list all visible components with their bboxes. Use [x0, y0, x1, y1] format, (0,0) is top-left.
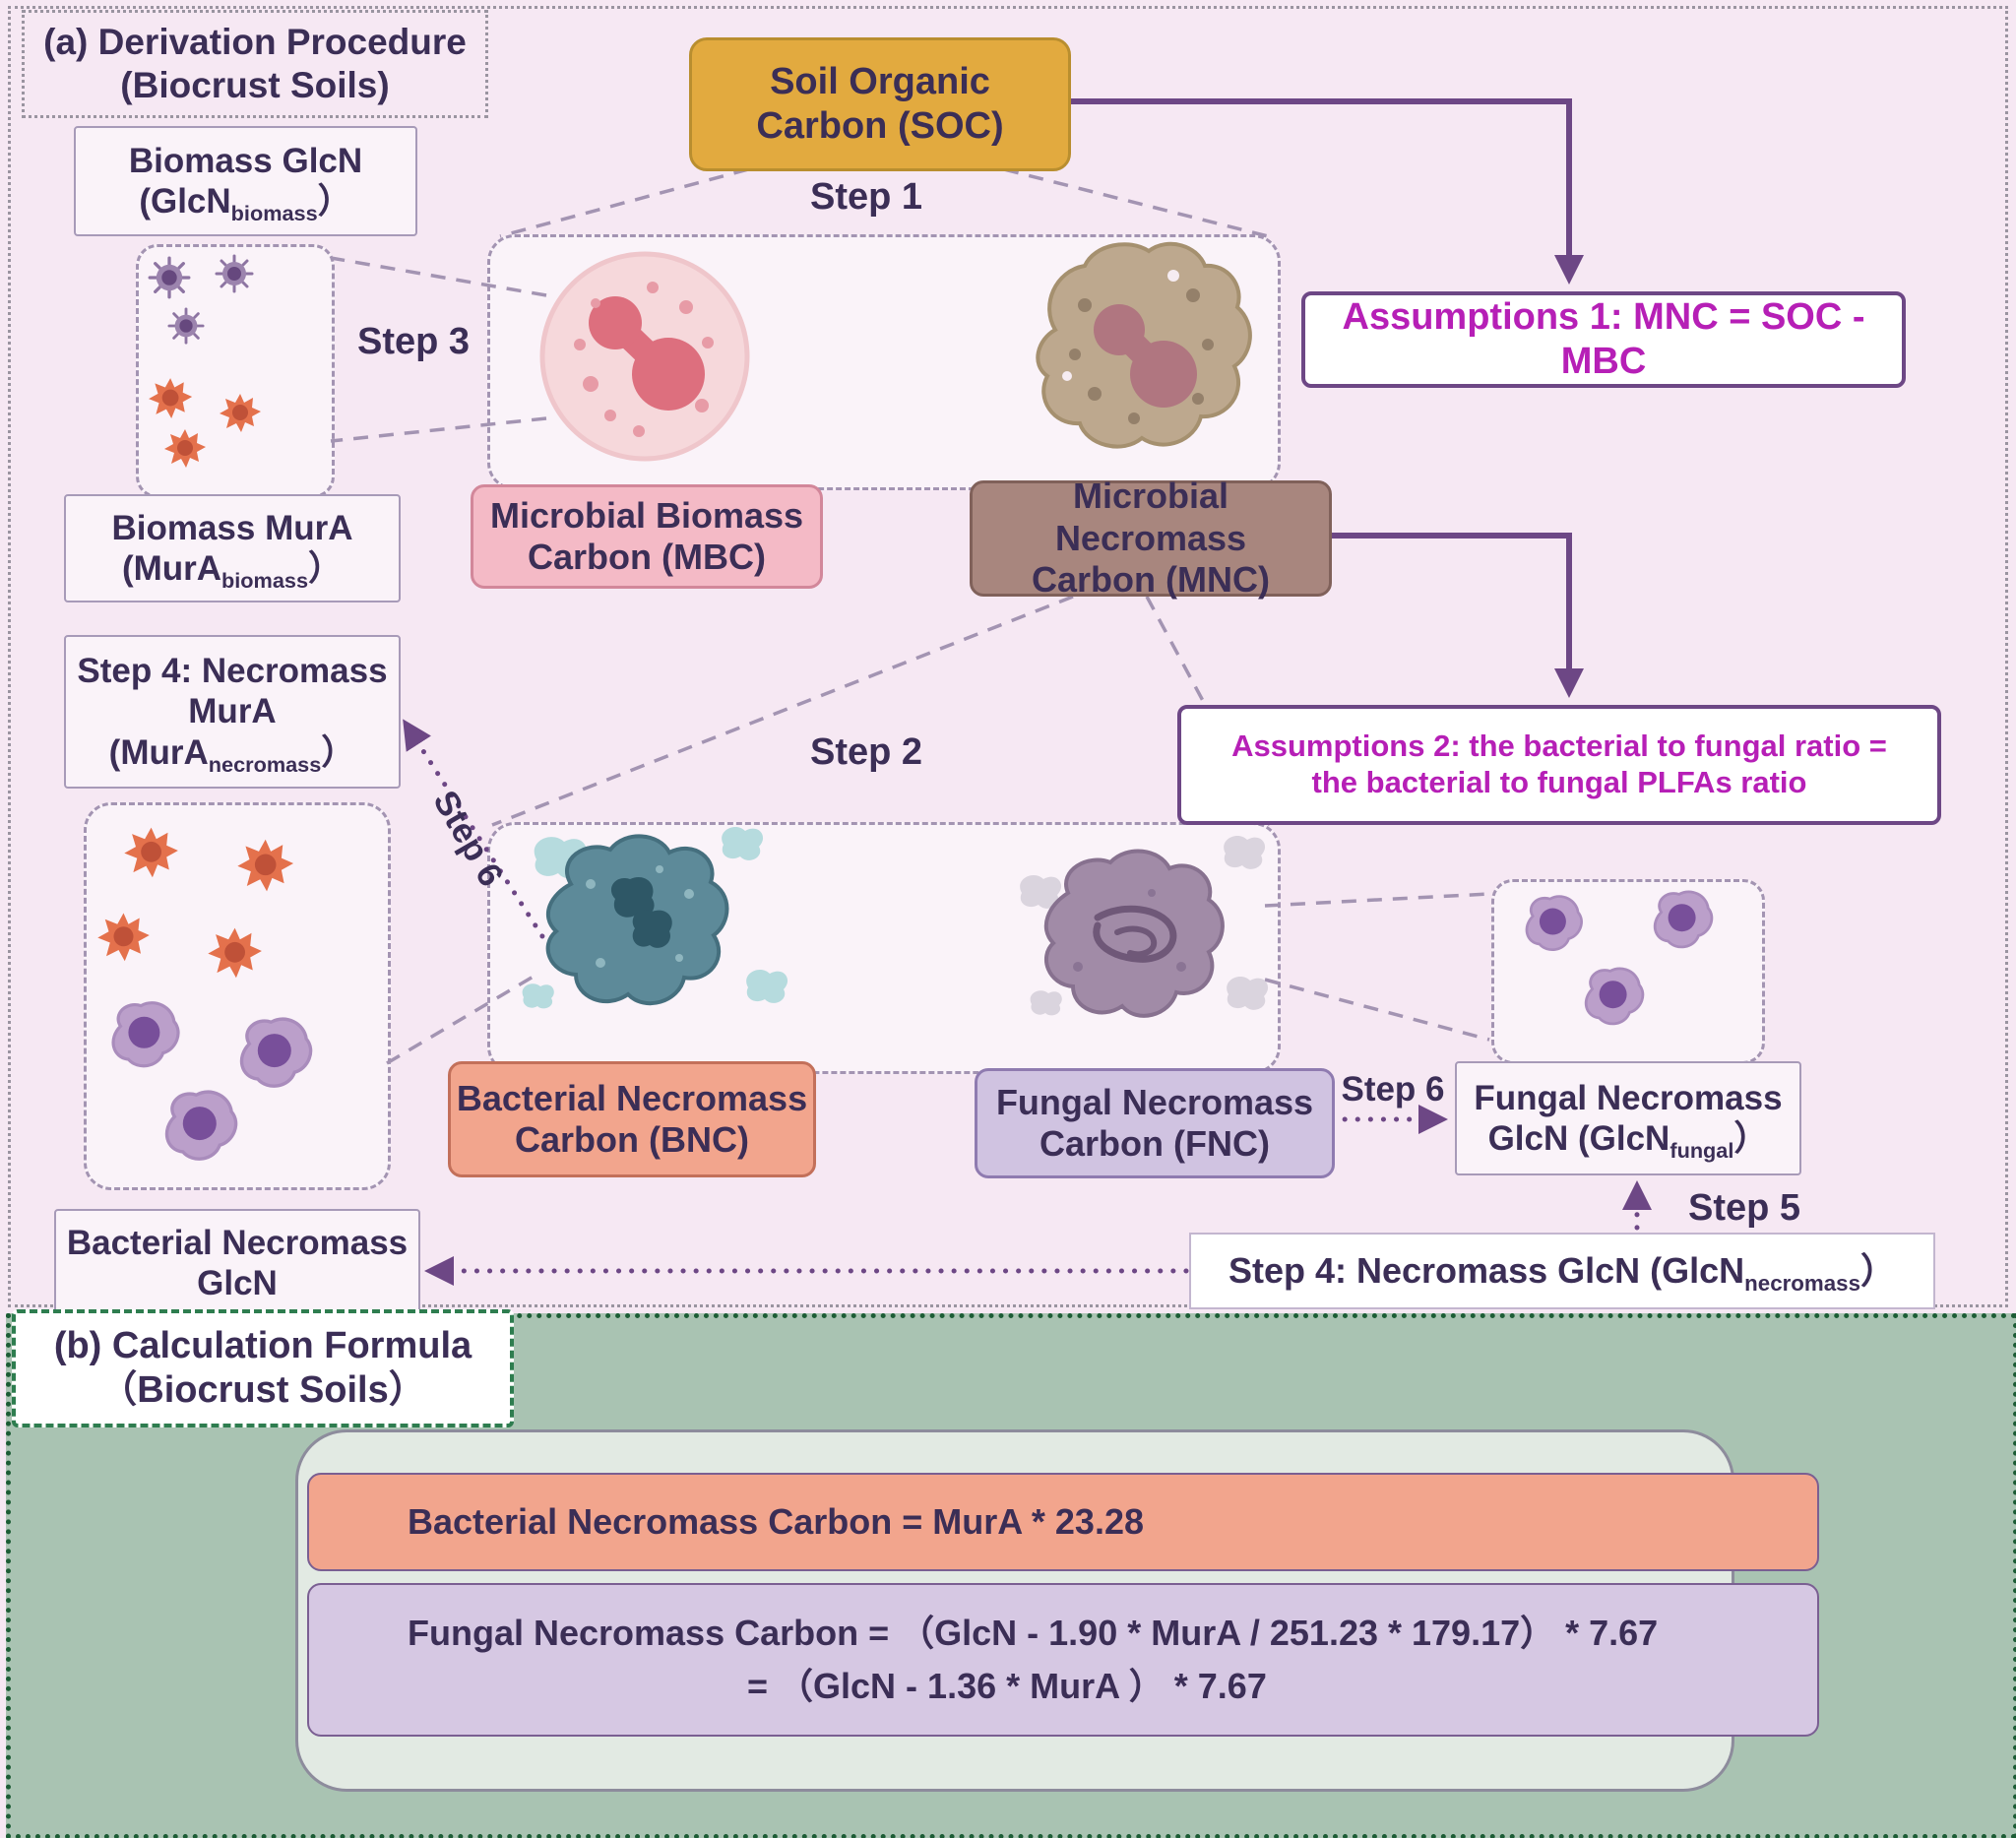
necromass-mura-line1: Step 4: Necromass — [77, 652, 388, 691]
mbc-label-line2: Carbon (MBC) — [528, 537, 766, 577]
necromass-glcn-post: ） — [1860, 1249, 1897, 1291]
step3-label: Step 3 — [356, 320, 471, 362]
biomass-mura-subscript: biomass — [221, 568, 309, 593]
assumption2-box: Assumptions 2: the bacterial to fungal r… — [1177, 705, 1941, 825]
biomass-glcn-pre: (GlcN — [139, 182, 231, 221]
fungal-glcn-line2: GlcN (GlcNfungal） — [1487, 1118, 1769, 1161]
necromass-mura-post: ） — [321, 732, 356, 772]
biomass-mura-pre: (MurA — [121, 549, 222, 588]
biomass-mura-line1: Biomass MurA — [111, 508, 353, 547]
biomass-glcn-post: ） — [317, 182, 352, 221]
fungal-glcn-line1: Fungal Necromass — [1474, 1078, 1783, 1117]
biomass-mura-post: ） — [308, 549, 344, 588]
mbc-box: Microbial Biomass Carbon (MBC) — [471, 484, 823, 589]
bacterial-glcn-line2: GlcN — [197, 1264, 278, 1302]
necromass-microbes-dashed-box — [84, 802, 391, 1190]
soc-label-line2: Carbon (SOC) — [756, 105, 1004, 147]
panel-b-title: (b) Calculation Formula （Biocrust Soils） — [12, 1309, 514, 1427]
panel-a-outline — [8, 6, 2008, 1307]
necromass-mura-subscript: necromass — [208, 751, 322, 777]
assumption2-line2: the bacterial to fungal PLFAs ratio — [1311, 765, 1807, 799]
mbc-mnc-dashed-box — [487, 234, 1281, 490]
fungal-glcn-microbes-dashed-box — [1491, 879, 1765, 1064]
mnc-box: Microbial Necromass Carbon (MNC) — [970, 475, 1332, 600]
fungal-glcn-box: Fungal Necromass GlcN (GlcNfungal） — [1455, 1061, 1801, 1175]
biomass-glcn-line1: Biomass GlcN — [128, 141, 363, 180]
bnc-box: Bacterial Necromass Carbon (BNC) — [448, 1061, 816, 1177]
panel-b-title-line2: （Biocrust Soils） — [99, 1369, 426, 1411]
biomass-mura-line2: (MurAbiomass） — [121, 548, 344, 591]
fungal-glcn-post: ） — [1733, 1119, 1769, 1158]
fnc-label-line2: Carbon (FNC) — [1040, 1123, 1270, 1164]
bacterial-formula-text: Bacterial Necromass Carbon = MurA * 23.2… — [408, 1500, 1144, 1542]
necromass-mura-line3: (MurAnecromass） — [108, 732, 356, 775]
bnc-fnc-dashed-box — [487, 822, 1281, 1074]
step1-label: Step 1 — [809, 175, 923, 218]
necromass-glcn-box: Step 4: Necromass GlcN (GlcNnecromass） — [1189, 1233, 1935, 1309]
panel-a-title-line1: (a) Derivation Procedure — [43, 22, 467, 63]
biomass-glcn-line2: (GlcNbiomass） — [139, 181, 352, 225]
mnc-label-line2: Carbon (MNC) — [1032, 559, 1270, 601]
fungal-formula-box: Fungal Necromass Carbon = （GlcN - 1.90 *… — [307, 1583, 1819, 1737]
necromass-mura-pre: (MurA — [108, 732, 209, 772]
fnc-label-line1: Fungal Necromass — [995, 1081, 1314, 1122]
fungal-glcn-pre: GlcN (GlcN — [1487, 1119, 1670, 1158]
necromass-glcn-pre: Step 4: Necromass GlcN (GlcN — [1228, 1249, 1745, 1291]
biomass-microbes-dashed-box — [136, 244, 335, 498]
mbc-label-line1: Microbial Biomass — [489, 494, 804, 536]
panel-b-title-line1: (b) Calculation Formula — [53, 1325, 472, 1367]
bacterial-glcn-line1: Bacterial Necromass — [66, 1223, 409, 1262]
assumption1-box: Assumptions 1: MNC = SOC - MBC — [1301, 291, 1906, 388]
bnc-label-line1: Bacterial Necromass — [456, 1077, 808, 1118]
mnc-label-line1: Microbial Necromass — [1054, 475, 1247, 558]
step2-label: Step 2 — [809, 730, 923, 773]
biomass-mura-box: Biomass MurA (MurAbiomass） — [64, 494, 401, 602]
assumption2-line1: Assumptions 2: the bacterial to fungal r… — [1231, 729, 1887, 764]
panel-a-title: (a) Derivation Procedure (Biocrust Soils… — [22, 10, 488, 118]
necromass-mura-line2: MurA — [188, 692, 277, 731]
fungal-glcn-subscript: fungal — [1670, 1138, 1734, 1163]
panel-a-title-line2: (Biocrust Soils) — [120, 65, 390, 105]
soc-label-line1: Soil Organic — [770, 61, 990, 103]
necromass-glcn-subscript: necromass — [1744, 1270, 1860, 1296]
biomass-glcn-box: Biomass GlcN (GlcNbiomass） — [74, 126, 417, 236]
step6-right-label: Step 6 — [1341, 1070, 1445, 1109]
bacterial-formula-box: Bacterial Necromass Carbon = MurA * 23.2… — [307, 1473, 1819, 1571]
soc-box: Soil Organic Carbon (SOC) — [689, 37, 1071, 171]
bnc-label-line2: Carbon (BNC) — [515, 1119, 749, 1160]
biomass-glcn-subscript: biomass — [230, 201, 318, 225]
fungal-formula-line1: Fungal Necromass Carbon = （GlcN - 1.90 *… — [408, 1613, 1659, 1653]
necromass-glcn-line: Step 4: Necromass GlcN (GlcNnecromass） — [1228, 1249, 1897, 1295]
fungal-formula-line2: = （GlcN - 1.36 * MurA ） * 7.67 — [747, 1666, 1267, 1706]
bacterial-glcn-box: Bacterial Necromass GlcN — [54, 1209, 420, 1317]
fnc-box: Fungal Necromass Carbon (FNC) — [975, 1068, 1335, 1178]
step5-label: Step 5 — [1687, 1186, 1801, 1229]
necromass-mura-box: Step 4: Necromass MurA (MurAnecromass） — [64, 635, 401, 789]
